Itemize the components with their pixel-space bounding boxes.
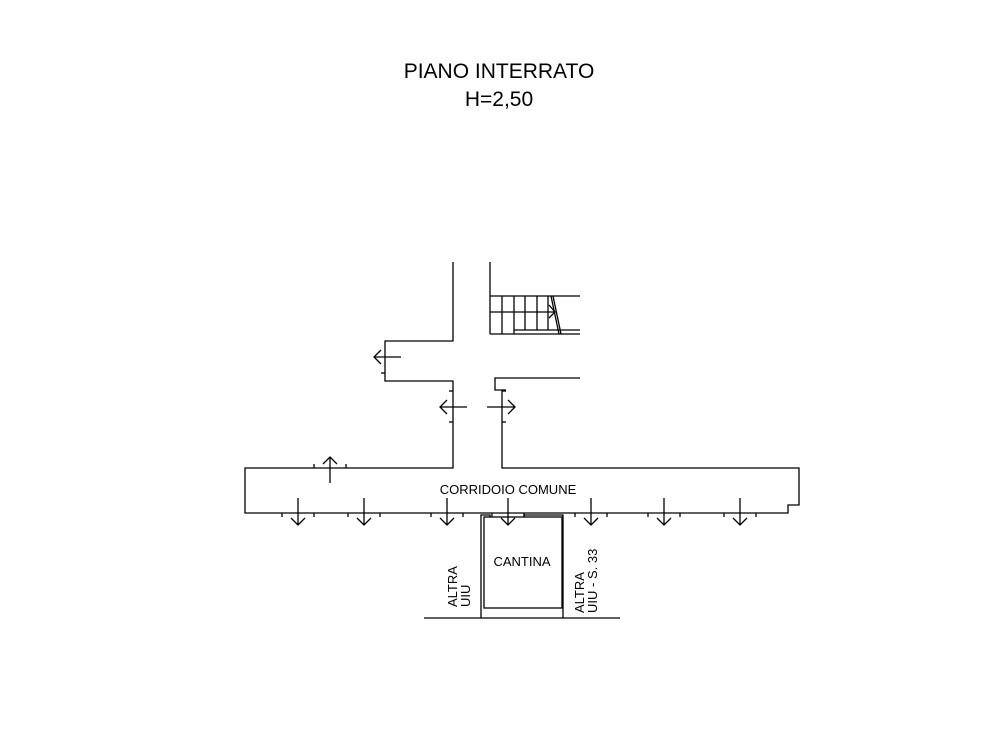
wall-left — [244, 262, 800, 514]
other-unit-left-line2: UIU — [458, 585, 473, 607]
door-arrow-down — [732, 517, 748, 526]
plan-title: PIANO INTERRATO — [403, 60, 595, 83]
door-ticks — [313, 372, 506, 468]
corridor-door-arrows — [281, 498, 757, 526]
wall-right — [494, 377, 580, 391]
door-arrow-down — [290, 517, 306, 526]
door-arrow-down — [583, 517, 599, 526]
cellar-room — [483, 516, 563, 609]
door-arrow-down — [356, 517, 372, 526]
cellar-wall-left — [480, 514, 491, 618]
cellar-label: CANTINA — [493, 554, 550, 569]
other-unit-right-line2: UIU - S. 33 — [585, 549, 600, 613]
stairs — [490, 295, 580, 335]
door-arrow-down — [656, 517, 672, 526]
corridor-label: CORRIDOIO COMUNE — [440, 482, 577, 497]
door-arrows — [322, 349, 516, 483]
cellar-wall-right — [523, 514, 564, 618]
door-arrow-down — [439, 517, 455, 526]
door-arrow-down — [500, 517, 516, 526]
other-unit-right-line1: ALTRA — [572, 572, 587, 613]
plan-height: H=2,50 — [464, 88, 534, 111]
other-unit-left-line1: ALTRA — [445, 566, 460, 607]
